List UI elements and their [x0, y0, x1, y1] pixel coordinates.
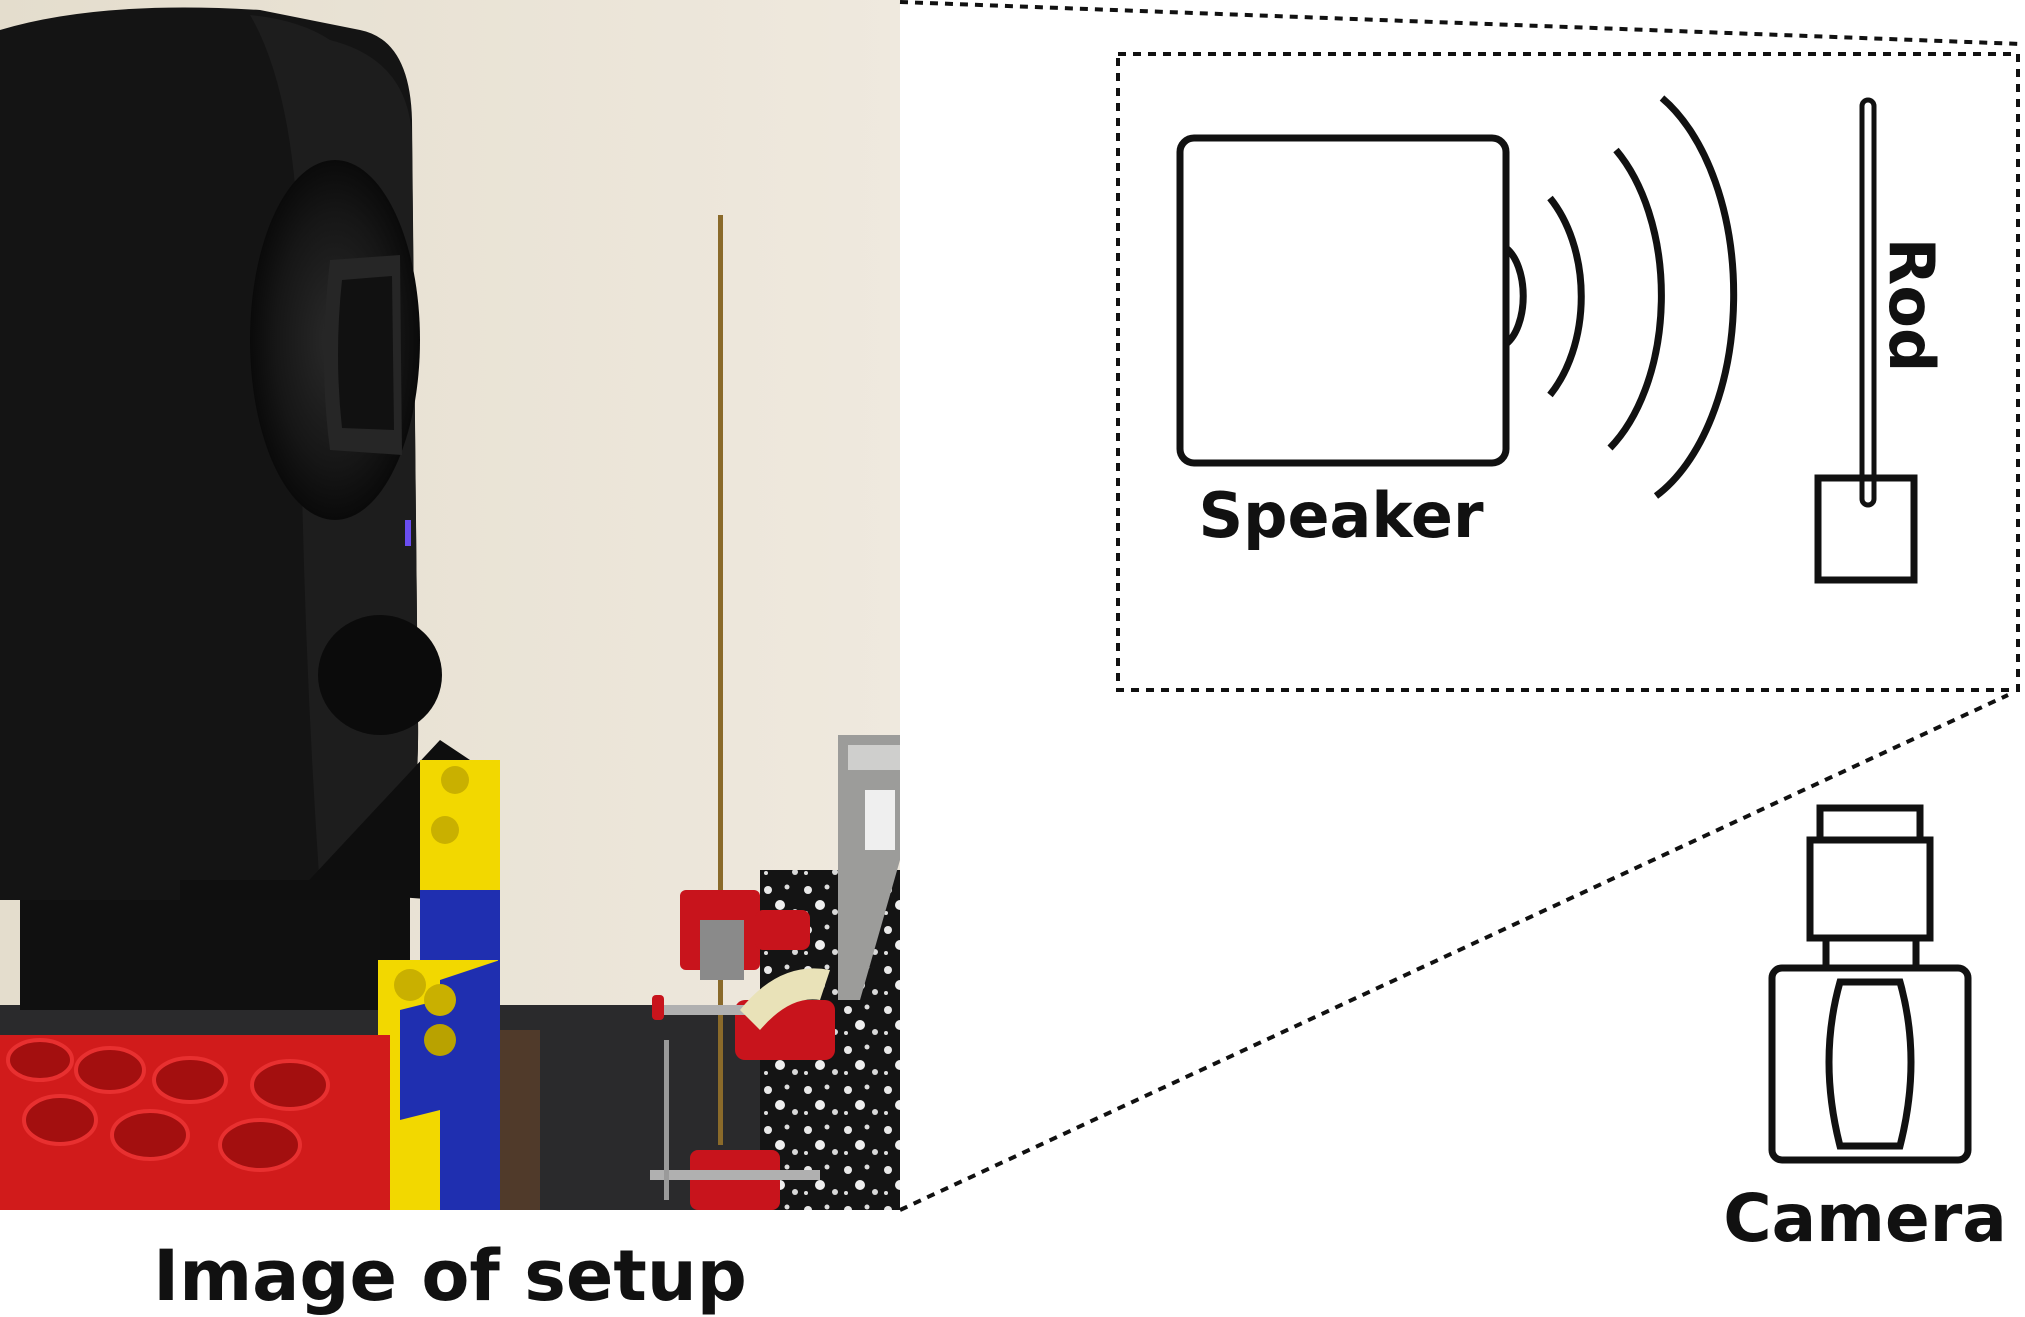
speaker-label: Speaker	[1198, 479, 1484, 552]
zoom-line-top	[899, 0, 2023, 46]
inset-frame	[1116, 52, 2020, 692]
speaker-dome	[1503, 245, 1527, 347]
sound-wave-1	[1547, 195, 1585, 398]
power-led	[405, 520, 411, 546]
vise-photo	[650, 890, 835, 1210]
rod-photo	[718, 215, 723, 1145]
rod-label: Rod	[1875, 238, 1948, 373]
camera-icon	[1768, 804, 1972, 1164]
tape	[740, 968, 830, 1030]
zoom-line-bottom	[899, 693, 2009, 1212]
lego-stack-right	[378, 760, 500, 1210]
schematic	[899, 0, 2023, 1212]
rod-base	[1814, 474, 1918, 584]
sound-wave-2	[1607, 147, 1665, 451]
photo-caption: Image of setup	[153, 1235, 747, 1317]
sound-wave-3	[1653, 95, 1738, 499]
camera-label: Camera	[1723, 1180, 2007, 1257]
speaker-box	[1176, 134, 1510, 467]
lego-base-red	[0, 1035, 390, 1210]
rod-schematic	[1859, 97, 1877, 508]
setup-photo	[0, 0, 900, 1210]
speaker-photo	[0, 7, 470, 1010]
bass-port	[318, 615, 442, 735]
